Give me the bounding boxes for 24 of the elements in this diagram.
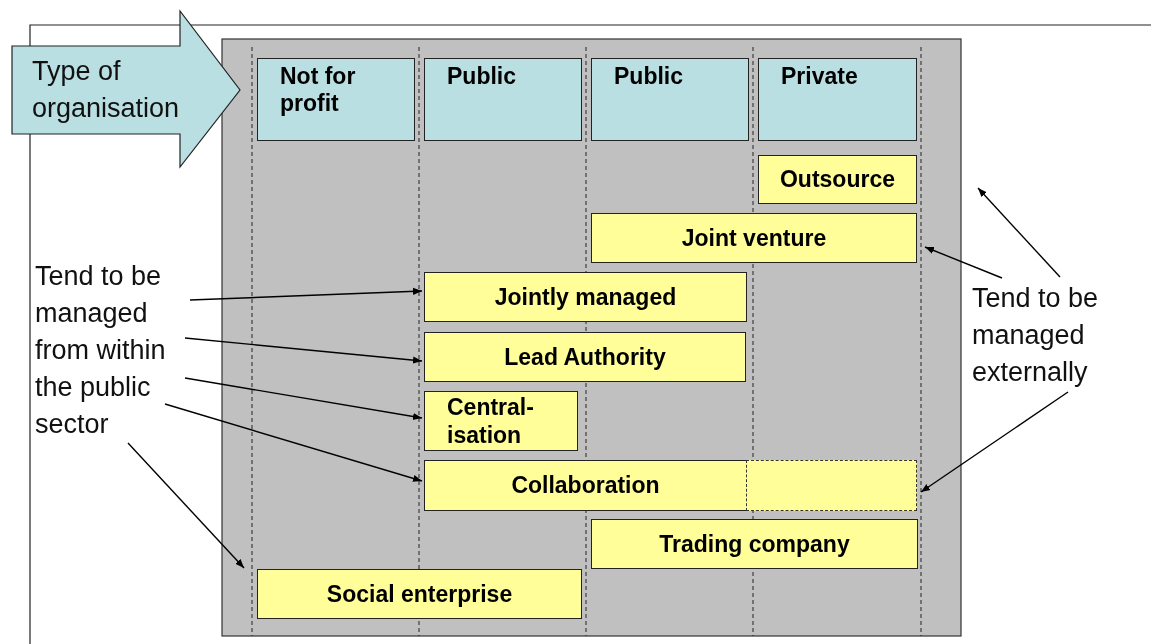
category-box: Trading company	[591, 519, 918, 569]
category-box: Collaboration	[424, 460, 747, 511]
column-header: Private	[758, 58, 917, 141]
arrow	[184, 377, 423, 421]
extension-box	[746, 460, 917, 511]
column-header: Public	[591, 58, 749, 141]
arrow	[924, 246, 1003, 279]
annotation-text: Tend to be managed externally	[972, 280, 1132, 392]
category-box: Central- isation	[424, 391, 578, 451]
arrow	[189, 287, 423, 301]
category-box: Outsource	[758, 155, 917, 204]
column-header: Public	[424, 58, 582, 141]
annotation-text: Tend to be managed from within the public sector	[35, 258, 190, 443]
arrow	[184, 337, 423, 364]
arrow	[164, 403, 423, 482]
category-box: Jointly managed	[424, 272, 747, 322]
category-box: Social enterprise	[257, 569, 582, 619]
arrow	[920, 391, 1069, 493]
arrow	[977, 187, 1061, 278]
category-box: Lead Authority	[424, 332, 746, 382]
category-box: Joint venture	[591, 213, 917, 263]
arrow-label: Type of organisation	[32, 55, 181, 125]
column-header: Not for profit	[257, 58, 415, 141]
arrow	[127, 442, 245, 569]
